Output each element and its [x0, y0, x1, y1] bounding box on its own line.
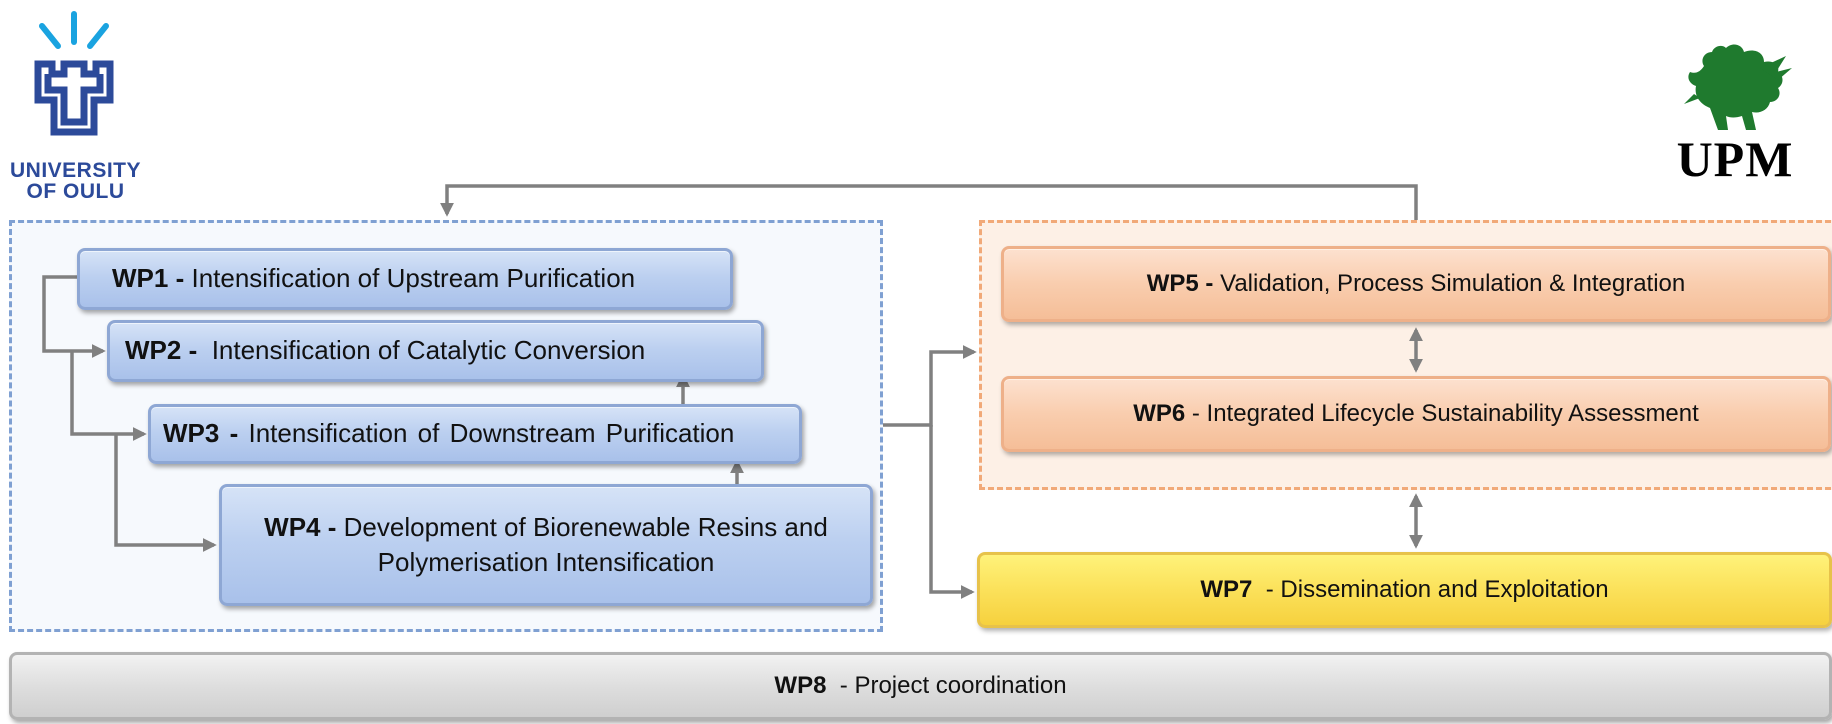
wp8-code: WP8 [774, 671, 827, 699]
oulu-logo-line1: UNIVERSITY [9, 159, 142, 182]
wp7-box: WP7 - Dissemination and Exploitation [977, 552, 1832, 628]
wp2-code: WP2 - [125, 335, 198, 366]
wp8-title: - Project coordination [839, 671, 1067, 699]
wp6-title: - Integrated Lifecycle Sustainability As… [1191, 399, 1699, 427]
wp3-box: WP3 - Intensification of Downstream Puri… [148, 404, 802, 464]
wp1-box: WP1 - Intensification of Upstream Purifi… [77, 248, 733, 310]
wp7-code: WP7 [1200, 575, 1253, 603]
wp2-title: Intensification of Catalytic Conversion [211, 335, 646, 366]
wp2-box: WP2 - Intensification of Catalytic Conve… [107, 320, 764, 382]
upm-logo: UPM [1660, 38, 1810, 187]
wp4-code: WP4 - [264, 511, 337, 542]
wp6-code: WP6 [1133, 399, 1186, 427]
university-of-oulu-logo: UNIVERSITY OF OULU [8, 8, 143, 202]
wp5-code: WP5 - [1146, 269, 1214, 297]
upm-logo-text: UPM [1676, 131, 1794, 187]
wp1-code: WP1 - [112, 263, 185, 294]
left-to-wp7-arrow [929, 425, 975, 599]
griffin-icon [1684, 44, 1792, 130]
wp1-title: Intensification of Upstream Purification [191, 263, 636, 294]
wp7-title: - Dissemination and Exploitation [1265, 575, 1609, 603]
wp4-title: Development of Biorenewable Resins and P… [343, 511, 828, 577]
wp4-box: WP4 - Development of Biorenewable Resins… [219, 484, 873, 606]
wp3-title: Intensification of Downstream Purificati… [248, 418, 735, 449]
left-to-right-group-arrow [883, 345, 977, 427]
wp5-title: Validation, Process Simulation & Integra… [1220, 269, 1686, 297]
wp8-box: WP8 - Project coordination [9, 652, 1832, 720]
oulu-tower-icon [34, 11, 114, 136]
oulu-logo-line2: OF OULU [26, 180, 125, 203]
wp3-code: WP3 - [163, 418, 239, 449]
wp6-box: WP6 - Integrated Lifecycle Sustainabilit… [1001, 376, 1831, 452]
feedback-arrow [440, 184, 1418, 220]
wp5-box: WP5 - Validation, Process Simulation & I… [1001, 246, 1831, 322]
